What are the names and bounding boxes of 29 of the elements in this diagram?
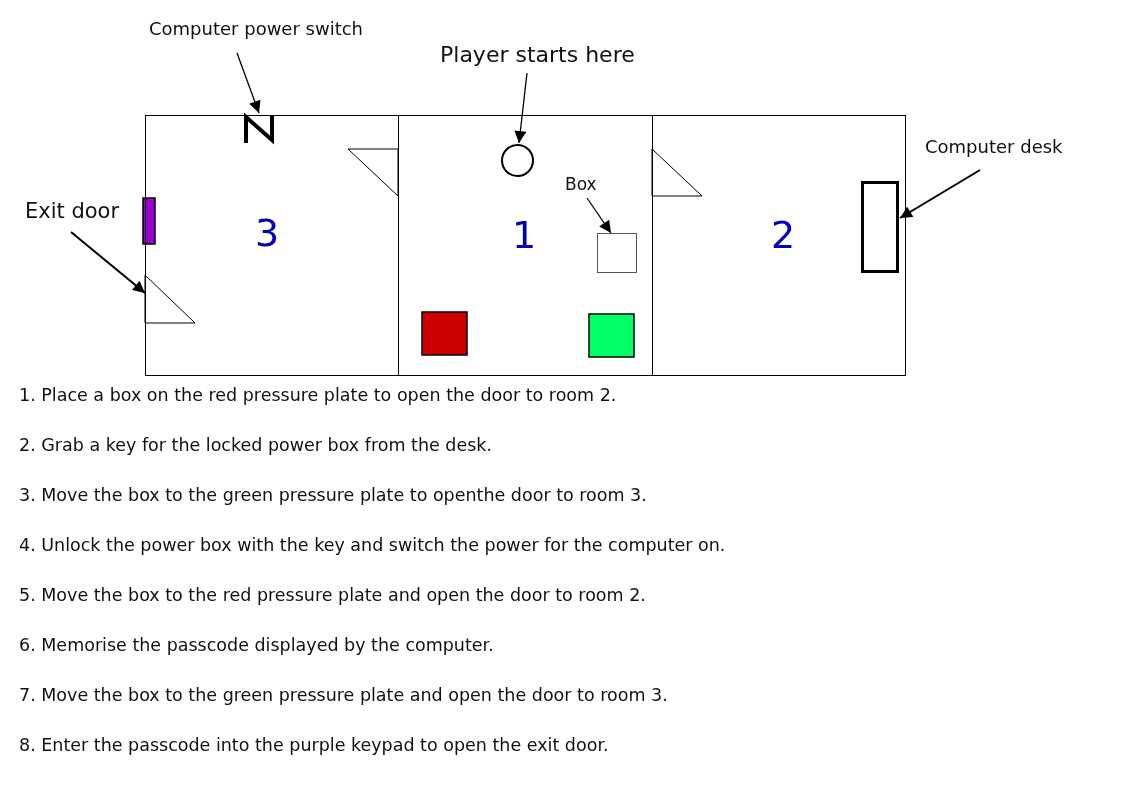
callout-label: Computer power switch — [149, 19, 364, 40]
room-number: 2 — [770, 216, 796, 254]
instruction-step: 3. Move the box to the green pressure plate to openthe door to room 3. — [19, 485, 647, 506]
room-outline — [652, 115, 906, 376]
instruction-step: 8. Enter the passcode into the purple keypad to open the exit door. — [19, 735, 609, 756]
callout-label: Box — [565, 175, 597, 195]
instruction-step: 4. Unlock the power box with the key and switch the power for the computer on. — [19, 535, 726, 556]
room-outline — [398, 115, 653, 376]
leader-arrow — [899, 169, 981, 219]
callout-label: Player starts here — [440, 42, 635, 68]
callout-label: Computer desk — [925, 137, 1063, 158]
instruction-step: 2. Grab a key for the locked power box from the desk. — [19, 435, 493, 456]
instruction-step: 1. Place a box on the red pressure plate to open the door to room 2. — [19, 385, 617, 406]
box-symbol — [597, 233, 637, 273]
desk-symbol — [861, 181, 899, 273]
instruction-step: 7. Move the box to the green pressure plate and open the door to room 3. — [19, 685, 668, 706]
callout-label: Exit door — [25, 199, 120, 224]
room-number: 1 — [511, 216, 537, 254]
player-marker — [501, 144, 534, 177]
room-outline — [145, 115, 399, 376]
instruction-step: 5. Move the box to the red pressure plate and open the door to room 2. — [19, 585, 646, 606]
instruction-step: 6. Memorise the passcode displayed by the computer. — [19, 635, 494, 656]
power-switch-icon — [243, 115, 276, 143]
leader-arrow — [236, 52, 261, 114]
leader-arrow — [514, 72, 528, 144]
room-number: 3 — [254, 214, 280, 252]
door-symbol — [145, 275, 196, 324]
leader-arrow — [70, 231, 146, 294]
leader-arrow — [586, 197, 612, 234]
